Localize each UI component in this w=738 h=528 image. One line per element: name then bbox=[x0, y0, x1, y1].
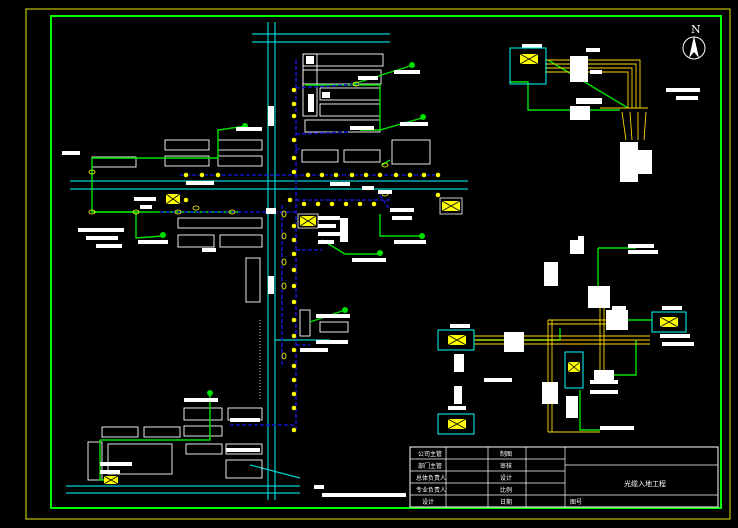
north-label: N bbox=[691, 23, 701, 36]
duct-bundles bbox=[474, 59, 650, 433]
tb-label: 比例 bbox=[500, 486, 512, 494]
tb-label: 日期 bbox=[500, 498, 512, 506]
road-network bbox=[66, 22, 468, 500]
splice-points bbox=[88, 81, 389, 360]
equipment-box bbox=[437, 329, 475, 351]
equipment-box bbox=[509, 47, 547, 85]
tb-label: 总体负责人 bbox=[416, 474, 446, 482]
label-blocks bbox=[62, 44, 700, 497]
north-arrow: N bbox=[682, 23, 706, 60]
manhole-markers bbox=[169, 87, 441, 433]
tb-label: 制图 bbox=[500, 450, 512, 458]
drawing-frame bbox=[50, 15, 722, 509]
drawing-title: 光缆入地工程 bbox=[624, 479, 666, 488]
equipment-symbols bbox=[103, 47, 687, 485]
title-block: 公司主管 制图 部门主管 审核 总体负责人 设计 专业负责人 比例 设计 日期 … bbox=[409, 446, 719, 508]
buildings bbox=[87, 53, 431, 481]
equipment-box bbox=[651, 311, 687, 333]
equipment-box bbox=[297, 213, 319, 229]
equipment-box bbox=[103, 475, 119, 485]
green-node-markers bbox=[160, 62, 426, 396]
tb-label: 设计 bbox=[500, 474, 512, 482]
blue-cable-route bbox=[160, 60, 440, 432]
tb-label: 设计 bbox=[422, 498, 434, 506]
tb-label: 专业负责人 bbox=[416, 486, 446, 494]
equipment-box bbox=[564, 351, 584, 389]
tb-label: 部门主管 bbox=[418, 462, 442, 470]
equipment-box bbox=[437, 413, 475, 435]
drawing-number-label: 图号 bbox=[570, 499, 582, 506]
equipment-box bbox=[439, 197, 463, 215]
equipment-box bbox=[165, 193, 181, 205]
tb-label: 公司主管 bbox=[418, 450, 442, 458]
outer-border bbox=[25, 8, 731, 520]
tb-label: 审核 bbox=[500, 462, 512, 470]
